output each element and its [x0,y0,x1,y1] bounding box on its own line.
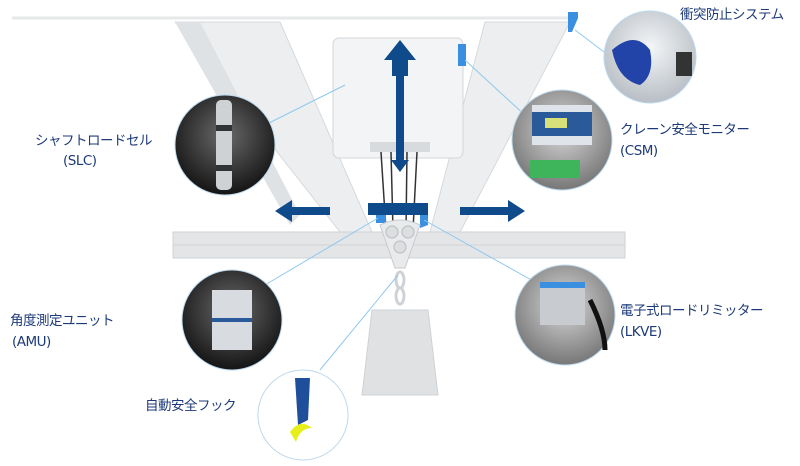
slc-photo [174,94,276,196]
slc-label: シャフトロードセル [35,133,153,149]
arrow-right-icon [460,200,525,222]
slc-code: (SLC) [63,153,97,169]
amu-code: (AMU) [12,334,51,350]
lkve-photo [514,264,616,366]
csm-sensor [458,44,466,66]
leader-lines [264,29,609,371]
load-weight [361,309,439,396]
csm-code: (CSM) [620,143,658,159]
lkve-label: 電子式ロードリミッター [620,303,764,319]
chain [394,270,406,306]
collision-system-photo [603,10,697,104]
hook-label: 自動安全フック [145,398,237,414]
csm-label: クレーン安全モニター [620,122,750,138]
arrow-left-icon [275,200,330,222]
collision-system-label: 衝突防止システム [680,7,784,23]
amu-photo [181,269,283,371]
arrow-down-icon [391,74,409,172]
arrow-up-icon [384,40,416,76]
lkve-code: (LKVE) [620,324,662,340]
hook-photo [257,369,349,461]
amu-label: 角度測定ユニット [10,313,115,329]
csm-photo [511,89,613,191]
collision-sensor [568,12,578,32]
